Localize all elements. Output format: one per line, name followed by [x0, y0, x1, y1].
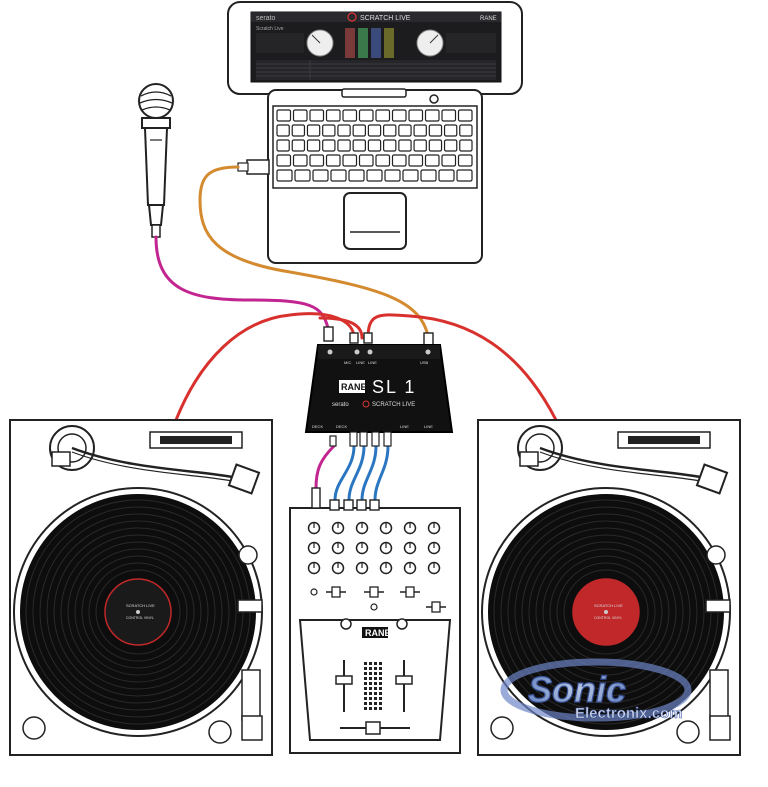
- level-meters: [364, 662, 382, 710]
- interface-model: SL 1: [372, 377, 416, 397]
- usb-cable: [198, 165, 430, 338]
- mixer-knobs: [307, 521, 446, 613]
- watermark: Sonic Electronix.com: [500, 658, 692, 722]
- interface-brand: RANE: [341, 382, 367, 392]
- mixer-brand: RANE: [365, 628, 391, 638]
- microphone: [138, 83, 174, 238]
- interface-sub-brand: serato: [332, 402, 349, 408]
- interface-sub-title: SCRATCH LIVE: [372, 402, 415, 408]
- laptop-screen: serato SCRATCH LIVE RANE Scratch Live: [251, 12, 501, 80]
- blue-cable-4: [373, 444, 390, 502]
- cables: [154, 165, 558, 502]
- bottom-label-line-2: LINE: [424, 424, 433, 429]
- record-label-brand: SCRATCH LIVE: [594, 603, 623, 608]
- watermark-sub: Electronix.com: [575, 705, 683, 722]
- laptop: serato SCRATCH LIVE RANE Scratch Live: [227, 1, 523, 264]
- mic-cable: [154, 235, 330, 330]
- watermark-brand: Sonic: [528, 669, 626, 710]
- record-label-brand: SCRATCH LIVE: [126, 603, 155, 608]
- blue-cable-1: [333, 444, 356, 502]
- sl1-interface: MIC LINE LINE USB RANE SL 1 serato SCRAT…: [304, 344, 454, 447]
- mixer-link-cable: [314, 444, 336, 490]
- top-label-mic: MIC: [344, 360, 351, 365]
- record-label-text: CONTROL VINYL: [126, 616, 154, 620]
- app-title: SCRATCH LIVE: [360, 15, 411, 22]
- right-deck-red-cable: [366, 313, 558, 422]
- top-label-usb: USB: [420, 360, 429, 365]
- bottom-label-deck-2: DECK: [336, 424, 347, 429]
- keyboard: [276, 109, 473, 182]
- top-label-line-2: LINE: [368, 360, 377, 365]
- left-turntable: SCRATCH LIVE CONTROL VINYL: [9, 419, 273, 756]
- window-heading: Scratch Live: [256, 26, 284, 32]
- record-label-text: CONTROL VINYL: [594, 616, 622, 620]
- bottom-label-line-1: LINE: [400, 424, 409, 429]
- mixer: RANE: [289, 487, 461, 754]
- top-label-line-1: LINE: [356, 360, 365, 365]
- bottom-label-deck-1: DECK: [312, 424, 323, 429]
- app-brand: serato: [256, 15, 276, 22]
- blue-cable-3: [360, 444, 378, 502]
- blue-cable-2: [347, 444, 366, 502]
- screen-corner-brand: RANE: [480, 16, 497, 22]
